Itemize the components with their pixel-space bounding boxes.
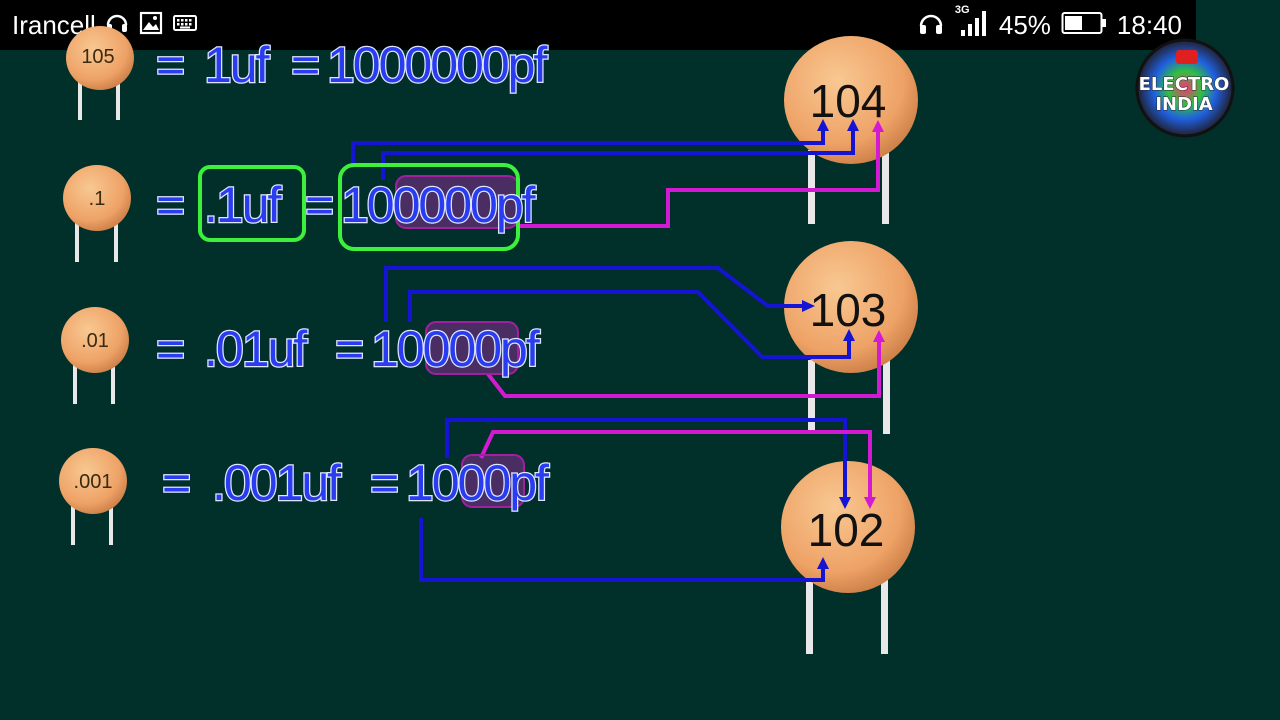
- small-capacitor-label: .1: [89, 188, 106, 210]
- equals-sign: =: [156, 37, 183, 93]
- wire-magenta-104: [520, 126, 880, 228]
- uf-value: .1uf: [204, 177, 282, 233]
- status-bar: Irancell 3G 45% 18:40: [0, 0, 1196, 50]
- small-capacitor-label: .001: [74, 471, 113, 493]
- big-capacitor-104: 104: [784, 36, 918, 224]
- blue-arrowheads: [802, 119, 859, 569]
- small-capacitor-label: 105: [81, 46, 114, 68]
- magenta-wires: [479, 126, 881, 503]
- equation-row-2: = .1uf = 100000pf: [155, 176, 539, 235]
- equals-sign: =: [156, 177, 183, 233]
- battery-icon: [1061, 11, 1107, 40]
- big-capacitor-label: 104: [810, 75, 887, 127]
- channel-logo: ELECTRO INDIA: [1135, 38, 1235, 138]
- equals-sign: =: [305, 177, 332, 233]
- logo-line-2: INDIA: [1155, 94, 1212, 115]
- equals-sign: =: [291, 37, 318, 93]
- wire-magenta-103: [486, 336, 881, 398]
- battery-percent: 45%: [998, 9, 1051, 40]
- equals-sign: =: [335, 321, 362, 377]
- equation-row-3: = .01uf = 10000pf: [155, 320, 543, 379]
- equation-row-1: = 1uf = 1000000pf: [155, 36, 551, 95]
- equals-sign: =: [162, 455, 189, 511]
- keyboard-icon: [172, 10, 198, 41]
- wire-104-a: [351, 125, 825, 168]
- wire-104-b: [381, 125, 855, 180]
- youtube-icon: [1176, 50, 1198, 64]
- equals-sign: =: [156, 321, 183, 377]
- small-capacitor-0.1: .1: [63, 165, 131, 262]
- signal-icon: 3G: [955, 4, 989, 43]
- pf-value: 1000pf: [406, 455, 549, 511]
- big-capacitor-label: 102: [808, 504, 885, 556]
- equals-sign: =: [370, 455, 397, 511]
- uf-value: 1uf: [204, 37, 270, 93]
- big-capacitor-label: 103: [810, 284, 887, 336]
- logo-line-1: ELECTRO: [1139, 74, 1230, 95]
- small-capacitor-0.001: .001: [59, 448, 127, 545]
- green-highlights: [198, 163, 520, 251]
- small-capacitor-label: .01: [81, 330, 109, 352]
- network-type: 3G: [954, 3, 970, 16]
- equation-row-4: = .001uf = 1000pf: [161, 454, 553, 513]
- wire-103-b: [408, 290, 851, 359]
- pf-value: 100000pf: [341, 177, 536, 233]
- pf-value: 1000000pf: [327, 37, 547, 93]
- wire-magenta-102: [479, 430, 872, 503]
- clock: 18:40: [1116, 9, 1182, 40]
- small-capacitor-0.01: .01: [61, 307, 129, 404]
- big-capacitor-102: 102: [781, 461, 915, 654]
- wire-102-b: [419, 518, 825, 582]
- image-icon: [138, 10, 164, 41]
- pf-value: 10000pf: [371, 321, 540, 377]
- wire-103-a: [384, 266, 810, 322]
- uf-value: .001uf: [212, 455, 341, 511]
- magenta-arrowheads: [864, 120, 885, 509]
- uf-value: .01uf: [204, 321, 307, 377]
- small-capacitor-105: 105: [66, 26, 134, 120]
- wire-102-a: [445, 418, 847, 503]
- headphones-icon: [917, 9, 945, 42]
